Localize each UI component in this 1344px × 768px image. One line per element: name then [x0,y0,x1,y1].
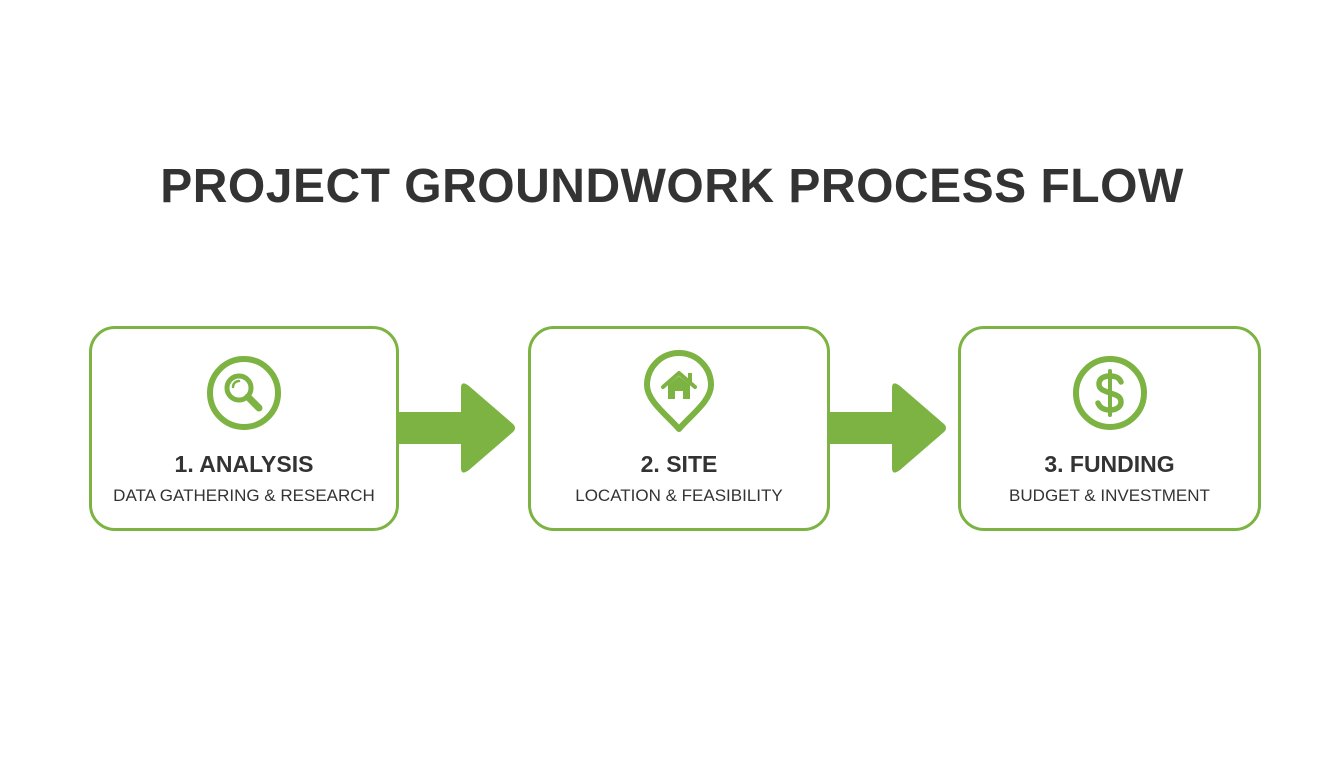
step-subtitle: BUDGET & INVESTMENT [1009,486,1210,505]
step-card-site: 2. SITE LOCATION & FEASIBILITY [528,326,830,531]
flow-arrow-icon [397,380,517,476]
magnifier-icon [204,349,284,433]
location-pin-house-icon [639,349,719,433]
step-card-analysis: 1. ANALYSIS DATA GATHERING & RESEARCH [89,326,399,531]
step-subtitle: LOCATION & FEASIBILITY [575,486,783,505]
flow-arrow-icon [828,380,948,476]
step-subtitle: DATA GATHERING & RESEARCH [113,486,375,505]
dollar-coin-icon [1070,349,1150,433]
step-title: 2. SITE [640,451,718,477]
page-title: PROJECT GROUNDWORK PROCESS FLOW [160,160,1184,213]
step-title: 1. ANALYSIS [174,451,314,477]
step-title: 3. FUNDING [1044,451,1175,477]
step-card-funding: 3. FUNDING BUDGET & INVESTMENT [958,326,1261,531]
